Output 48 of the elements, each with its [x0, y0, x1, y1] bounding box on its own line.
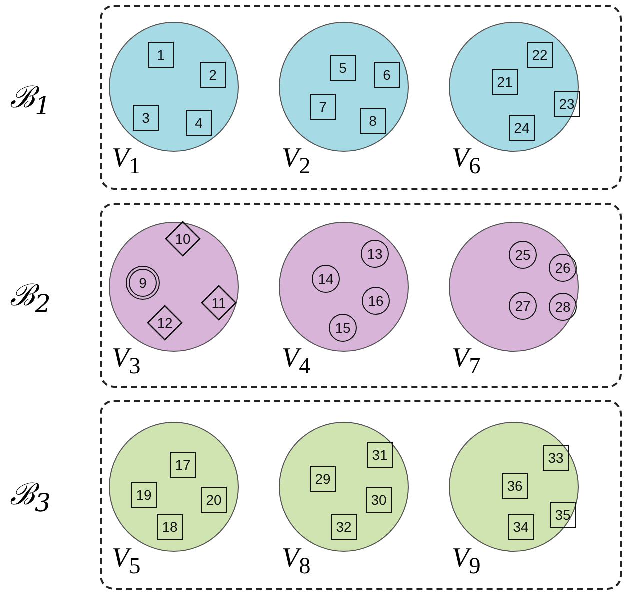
set-label: V$_{2}$	[282, 143, 311, 181]
numbered-diamond: 10	[165, 221, 201, 257]
numbered-diamond: 12	[147, 305, 183, 341]
numbered-circle: 16	[362, 287, 390, 315]
numbered-double-circle: 9	[126, 266, 160, 300]
numbered-square: 3	[133, 105, 159, 131]
set-label: V$_{4}$	[282, 343, 311, 381]
numbered-circle: 15	[329, 314, 357, 342]
numbered-square: 21	[492, 69, 518, 95]
numbered-square: 17	[170, 452, 196, 478]
set-label: V$_{6}$	[452, 143, 481, 181]
numbered-square: 22	[527, 42, 553, 68]
numbered-square: 32	[331, 514, 357, 540]
numbered-square: 36	[502, 473, 528, 499]
numbered-square: 24	[509, 115, 535, 141]
numbered-circle: 26	[549, 254, 577, 282]
numbered-square: 4	[186, 110, 212, 136]
numbered-square: 34	[508, 514, 534, 540]
set-label: V$_{5}$	[112, 543, 141, 581]
numbered-square: 1	[148, 42, 174, 68]
numbered-square: 35	[550, 502, 576, 528]
numbered-square: 30	[366, 487, 392, 513]
numbered-circle: 14	[312, 265, 340, 293]
numbered-square: 8	[360, 108, 386, 134]
numbered-square: 18	[157, 514, 183, 540]
group-label: ℬ$_{3}$	[10, 476, 51, 518]
set-label: V$_{9}$	[452, 543, 481, 581]
numbered-diamond: 11	[201, 285, 237, 321]
group-label: ℬ$_{1}$	[10, 79, 51, 120]
set-label: V$_{7}$	[452, 343, 481, 381]
numbered-circle: 25	[509, 241, 537, 269]
numbered-circle: 27	[509, 292, 537, 320]
set-label: V$_{1}$	[112, 143, 141, 181]
numbered-circle: 13	[361, 240, 389, 268]
numbered-square: 29	[310, 466, 336, 492]
numbered-square: 31	[367, 442, 393, 468]
set-label: V$_{8}$	[282, 543, 311, 581]
numbered-square: 33	[543, 445, 569, 471]
numbered-square: 7	[310, 94, 336, 120]
numbered-square: 5	[330, 55, 356, 81]
numbered-square: 23	[554, 91, 580, 117]
group-label: ℬ$_{2}$	[10, 277, 51, 318]
numbered-square: 6	[374, 62, 400, 88]
numbered-square: 20	[201, 487, 227, 513]
set-label: V$_{3}$	[112, 343, 141, 381]
numbered-square: 2	[200, 62, 226, 88]
numbered-circle: 28	[549, 293, 577, 321]
numbered-square: 19	[131, 482, 157, 508]
